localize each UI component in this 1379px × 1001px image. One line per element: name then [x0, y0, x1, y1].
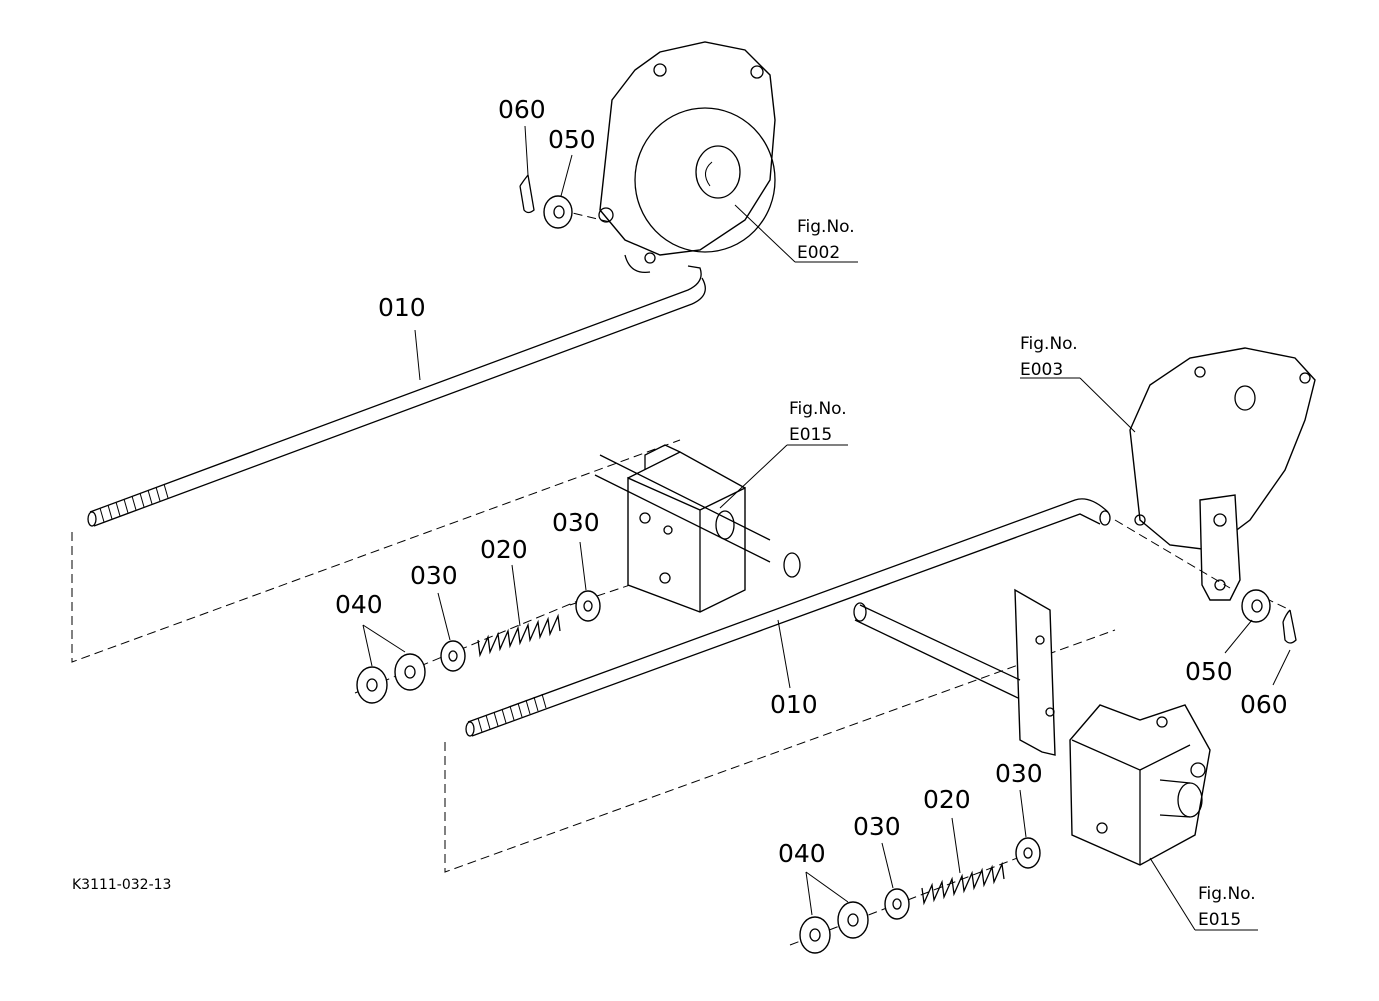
spring-020-lower	[921, 861, 1005, 906]
label-050-upper: 050	[548, 125, 596, 154]
governor-housing-e002	[598, 41, 776, 274]
drawing-code: K3111-032-13	[72, 877, 171, 893]
fig-ref-number: E003	[1020, 360, 1063, 380]
nut-040-upper-2	[394, 653, 426, 691]
washer-030-upper-2	[575, 590, 601, 622]
hardware-row-upper	[354, 590, 601, 704]
fig-ref-title: Fig.No.	[1020, 334, 1078, 354]
bracket-e015-upper	[594, 444, 801, 613]
rod-thread-upper	[99, 483, 169, 523]
nut-040-upper-1	[356, 666, 388, 704]
washer-030-lower-1	[884, 888, 910, 920]
label-010-upper: 010	[378, 293, 426, 322]
fig-ref-number: E015	[789, 425, 832, 445]
fig-ref-e015-upper: Fig.No. E015	[789, 399, 847, 445]
fig-ref-e003: Fig.No. E003	[1020, 334, 1078, 380]
fig-ref-title: Fig.No.	[1198, 884, 1256, 904]
label-040-lower: 040	[778, 839, 826, 868]
label-060-lower: 060	[1240, 690, 1288, 719]
leader-lines	[362, 125, 1291, 931]
label-030-upper-2: 030	[552, 508, 600, 537]
cotter-pin-060-lower	[1282, 609, 1297, 644]
hardware-row-lower	[789, 837, 1041, 954]
governor-housing-e003	[1129, 347, 1316, 601]
label-030-lower-1: 030	[853, 812, 901, 841]
rod-010-upper	[87, 265, 706, 527]
label-050-lower: 050	[1185, 657, 1233, 686]
label-020-upper: 020	[480, 535, 528, 564]
fig-ref-number: E002	[797, 243, 840, 263]
washer-030-lower-2	[1015, 837, 1041, 869]
washer-030-upper-1	[440, 640, 466, 672]
fig-ref-e002: Fig.No. E002	[797, 217, 855, 263]
washer-050-upper	[543, 195, 573, 229]
fig-ref-title: Fig.No.	[789, 399, 847, 419]
reference-line-lower	[444, 629, 1116, 873]
label-020-lower: 020	[923, 785, 971, 814]
fig-ref-title: Fig.No.	[797, 217, 855, 237]
fig-ref-e015-lower: Fig.No. E015	[1198, 884, 1256, 930]
fig-ref-number: E015	[1198, 910, 1241, 930]
spring-020-upper	[477, 613, 561, 658]
label-010-lower: 010	[770, 690, 818, 719]
nut-040-lower-2	[837, 901, 869, 939]
label-030-lower-2: 030	[995, 759, 1043, 788]
nut-040-lower-1	[799, 916, 831, 954]
washer-050-lower	[1241, 589, 1271, 623]
reference-line-lower-2	[1114, 519, 1231, 589]
label-060-upper: 060	[498, 95, 546, 124]
label-030-upper-1: 030	[410, 561, 458, 590]
rod-thread-lower	[477, 693, 547, 733]
reference-line-upper	[71, 439, 681, 663]
cotter-pin-060-upper	[519, 174, 535, 214]
label-040-upper: 040	[335, 590, 383, 619]
rod-010-lower	[465, 498, 1111, 737]
bracket-e015-lower	[853, 588, 1211, 866]
